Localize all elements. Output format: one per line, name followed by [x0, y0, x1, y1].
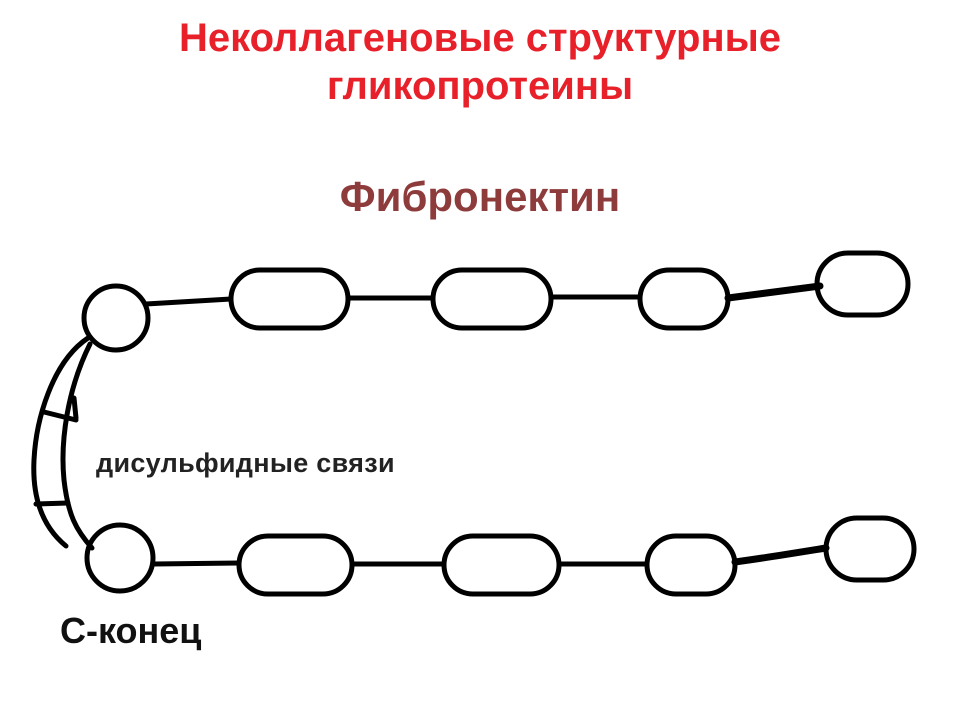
upper-globule [81, 283, 151, 353]
lower-domain-n-terminal [823, 515, 917, 583]
diagram-subtitle: Фибронектин [339, 173, 621, 220]
page-title: Неколлагеновые структурные гликопротеины [0, 14, 960, 110]
title-line-2: гликопротеины [326, 64, 634, 108]
disulfide-bonds-label: дисульфидные связи [96, 448, 395, 478]
lower-linker-4-thick [731, 544, 830, 566]
upper-domain-3 [637, 267, 731, 331]
c-terminal-arc-inner [60, 341, 95, 551]
lower-domain-1 [236, 533, 355, 597]
disulfide-bond-2 [33, 500, 71, 507]
upper-domain-1 [228, 267, 351, 331]
disulfide-bond-1 [41, 409, 79, 423]
upper-linker-4-thick [724, 282, 824, 302]
upper-domain-n-terminal [814, 250, 911, 318]
lower-domain-3 [644, 533, 738, 597]
lower-domain-2 [441, 533, 562, 597]
c-terminus-label: С-конец [60, 610, 202, 651]
lower-linker-1 [151, 560, 242, 567]
upper-domain-2 [430, 267, 554, 331]
lower-globule [84, 522, 156, 594]
upper-linker-1 [143, 296, 234, 307]
disulfide-tick [71, 395, 79, 421]
title-line-1: Неколлагеновые структурные [178, 16, 782, 60]
c-terminal-arc-outer [31, 335, 91, 549]
